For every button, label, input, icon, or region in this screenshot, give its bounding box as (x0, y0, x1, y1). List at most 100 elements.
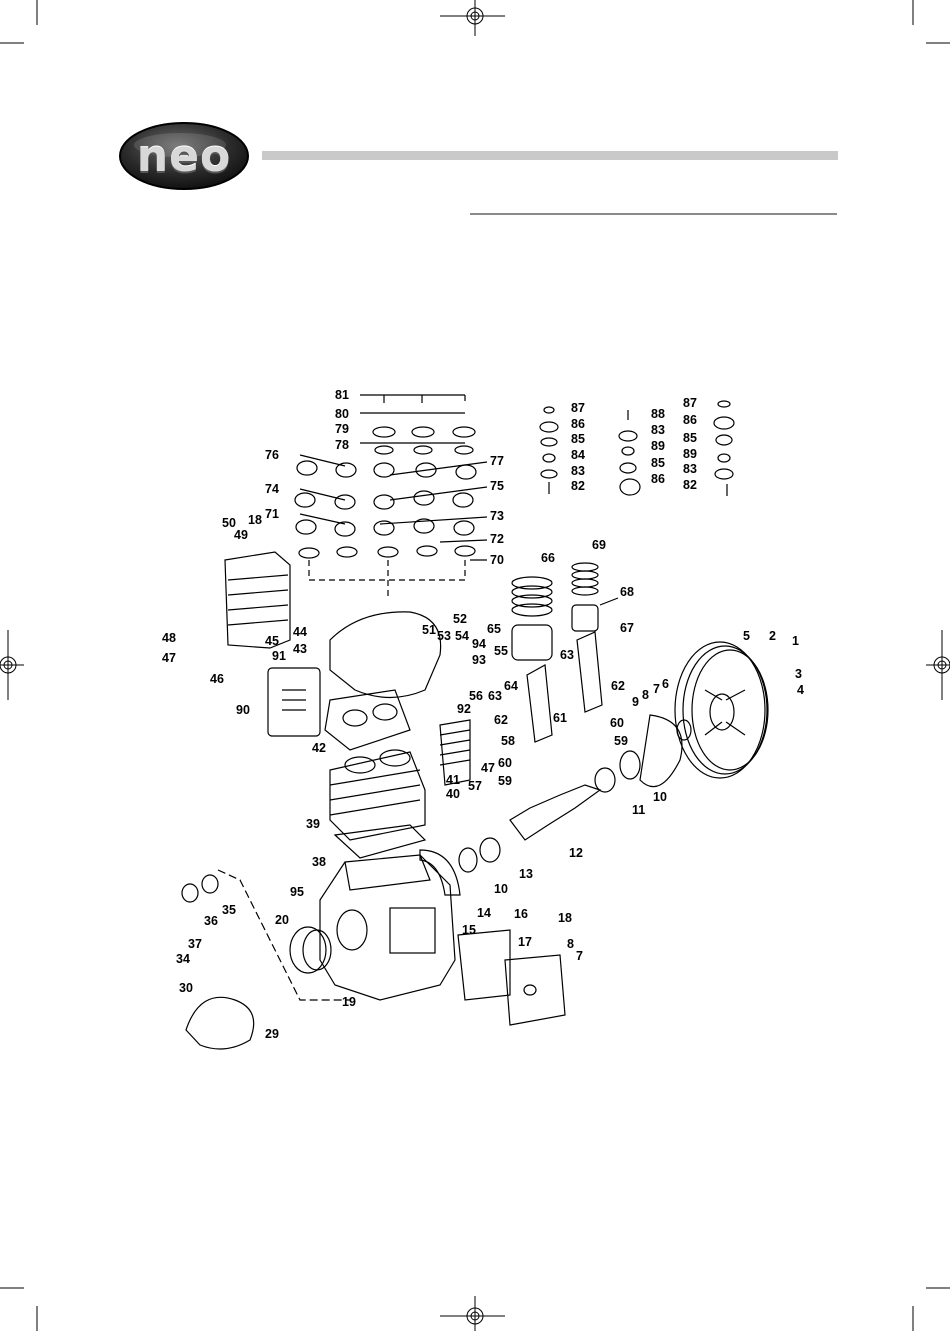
part-number-label: 38 (312, 855, 326, 869)
part-number-label: 76 (265, 448, 279, 462)
part-number-label: 8 (567, 937, 574, 951)
part-number-label: 53 (437, 629, 451, 643)
part-number-label: 65 (487, 622, 501, 636)
part-number-label: 80 (335, 407, 349, 421)
part-number-label: 37 (188, 937, 202, 951)
part-number-label: 45 (265, 634, 279, 648)
part-number-label: 40 (446, 787, 460, 801)
part-number-label: 47 (162, 651, 176, 665)
part-number-label: 34 (176, 952, 190, 966)
part-number-label: 85 (651, 456, 665, 470)
part-number-label: 56 (469, 689, 483, 703)
part-number-label: 87 (571, 401, 585, 415)
part-number-label: 9 (632, 695, 639, 709)
part-number-label: 3 (795, 667, 802, 681)
part-number-label: 84 (571, 448, 585, 462)
part-number-label: 85 (683, 431, 697, 445)
part-number-label: 16 (514, 907, 528, 921)
part-number-label: 52 (453, 612, 467, 626)
part-number-label: 30 (179, 981, 193, 995)
part-number-label: 4 (797, 683, 804, 697)
part-number-label: 54 (455, 629, 469, 643)
part-number-label: 67 (620, 621, 634, 635)
valve-stacks (295, 427, 476, 600)
part-number-label: 2 (769, 629, 776, 643)
part-number-label: 86 (683, 413, 697, 427)
part-number-label: 77 (490, 454, 504, 468)
part-number-label: 12 (569, 846, 583, 860)
part-number-label: 55 (494, 644, 508, 658)
part-number-label: 87 (683, 396, 697, 410)
part-number-label: 41 (446, 773, 460, 787)
part-number-label: 48 (162, 631, 176, 645)
part-number-label: 7 (653, 682, 660, 696)
part-number-label: 63 (560, 648, 574, 662)
part-number-label: 81 (335, 388, 349, 402)
valve-detail-parts (540, 401, 734, 496)
part-number-label: 18 (248, 513, 262, 527)
part-number-label: 51 (422, 623, 436, 637)
part-number-label: 82 (571, 479, 585, 493)
part-number-label: 92 (457, 702, 471, 716)
part-number-label: 95 (290, 885, 304, 899)
part-number-label: 14 (477, 906, 491, 920)
part-number-label: 39 (306, 817, 320, 831)
part-number-label: 1 (792, 634, 799, 648)
part-number-label: 75 (490, 479, 504, 493)
part-number-label: 36 (204, 914, 218, 928)
part-number-label: 83 (651, 423, 665, 437)
part-number-label: 74 (265, 482, 279, 496)
part-number-label: 8 (642, 688, 649, 702)
part-number-label: 83 (683, 462, 697, 476)
part-number-label: 82 (683, 478, 697, 492)
part-number-label: 42 (312, 741, 326, 755)
part-number-label: 94 (472, 637, 486, 651)
part-number-label: 78 (335, 438, 349, 452)
part-number-label: 88 (651, 407, 665, 421)
part-number-label: 59 (614, 734, 628, 748)
part-number-label: 63 (488, 689, 502, 703)
part-number-label: 6 (662, 677, 669, 691)
crankcase (182, 850, 565, 1049)
part-number-label: 29 (265, 1027, 279, 1041)
part-number-label: 83 (571, 464, 585, 478)
part-number-label: 11 (632, 803, 645, 817)
part-number-label: 70 (490, 553, 504, 567)
part-number-label: 89 (651, 439, 665, 453)
part-number-label: 43 (293, 642, 307, 656)
part-number-label: 57 (468, 779, 482, 793)
part-number-label: 90 (236, 703, 250, 717)
part-number-label: 15 (462, 923, 476, 937)
part-number-label: 89 (683, 447, 697, 461)
part-number-label: 44 (293, 625, 307, 639)
part-number-label: 19 (342, 995, 356, 1009)
part-number-label: 10 (494, 882, 508, 896)
part-number-label: 71 (265, 507, 279, 521)
part-number-label: 64 (504, 679, 518, 693)
part-number-label: 62 (611, 679, 625, 693)
part-number-label: 79 (335, 422, 349, 436)
part-number-label: 69 (592, 538, 606, 552)
part-number-label: 46 (210, 672, 224, 686)
part-number-label: 5 (743, 629, 750, 643)
part-number-label: 72 (490, 532, 504, 546)
part-number-label: 59 (498, 774, 512, 788)
part-number-label: 10 (653, 790, 667, 804)
pulley (675, 642, 768, 778)
part-number-label: 47 (481, 761, 495, 775)
part-number-label: 85 (571, 432, 585, 446)
part-number-label: 86 (571, 417, 585, 431)
part-number-label: 61 (553, 711, 567, 725)
part-number-label: 62 (494, 713, 508, 727)
part-number-label: 91 (272, 649, 286, 663)
part-number-label: 17 (518, 935, 532, 949)
part-number-label: 7 (576, 949, 583, 963)
part-number-label: 86 (651, 472, 665, 486)
part-number-label: 58 (501, 734, 515, 748)
part-number-label: 60 (610, 716, 624, 730)
part-number-label: 93 (472, 653, 486, 667)
part-number-label: 73 (490, 509, 504, 523)
